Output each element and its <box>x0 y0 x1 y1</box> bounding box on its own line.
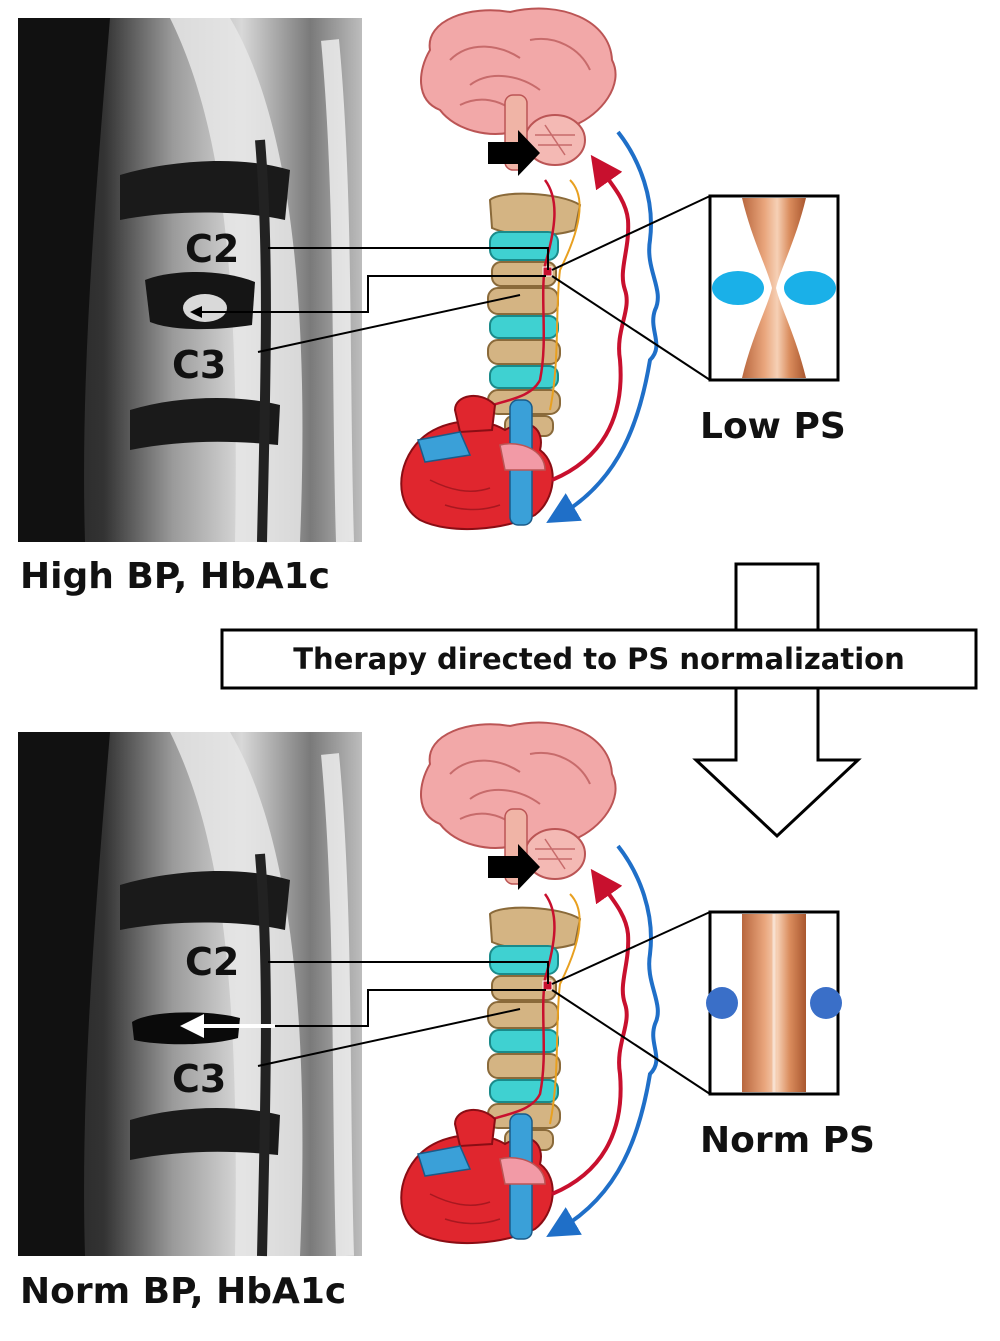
top-panel: C2 C3 High BP, HbA1c Low PS <box>18 9 846 597</box>
therapy-box: Therapy directed to PS normalization <box>220 628 978 690</box>
bottom-label-c3: C3 <box>172 1057 226 1101</box>
norm-ps-indicator-left <box>706 987 738 1019</box>
bottom-caption: Norm BP, HbA1c <box>20 1271 346 1312</box>
bottom-leader-lines <box>257 911 711 1095</box>
low-ps-indicator-right <box>784 271 836 305</box>
therapy-arrow <box>692 562 862 839</box>
bottom-label-c2: C2 <box>185 940 239 984</box>
artery-inset-normal <box>706 910 842 1096</box>
mri-image-bottom <box>18 732 362 1257</box>
top-label-c3: C3 <box>172 343 226 387</box>
anatomy-illustration-bottom <box>401 723 658 1244</box>
norm-ps-indicator-right <box>810 987 842 1019</box>
top-leader-lines <box>200 195 711 381</box>
norm-ps-label: Norm PS <box>700 1120 875 1161</box>
top-label-c2: C2 <box>185 227 239 271</box>
low-ps-label: Low PS <box>700 406 846 447</box>
anatomy-illustration-top <box>401 9 658 530</box>
mri-image-top <box>18 18 362 543</box>
bottom-panel: C2 C3 Norm BP, HbA1c Norm PS <box>18 723 875 1312</box>
top-caption: High BP, HbA1c <box>20 556 330 597</box>
low-ps-indicator-left <box>712 271 764 305</box>
artery-inset-low <box>708 194 840 382</box>
therapy-label: Therapy directed to PS normalization <box>293 642 904 676</box>
